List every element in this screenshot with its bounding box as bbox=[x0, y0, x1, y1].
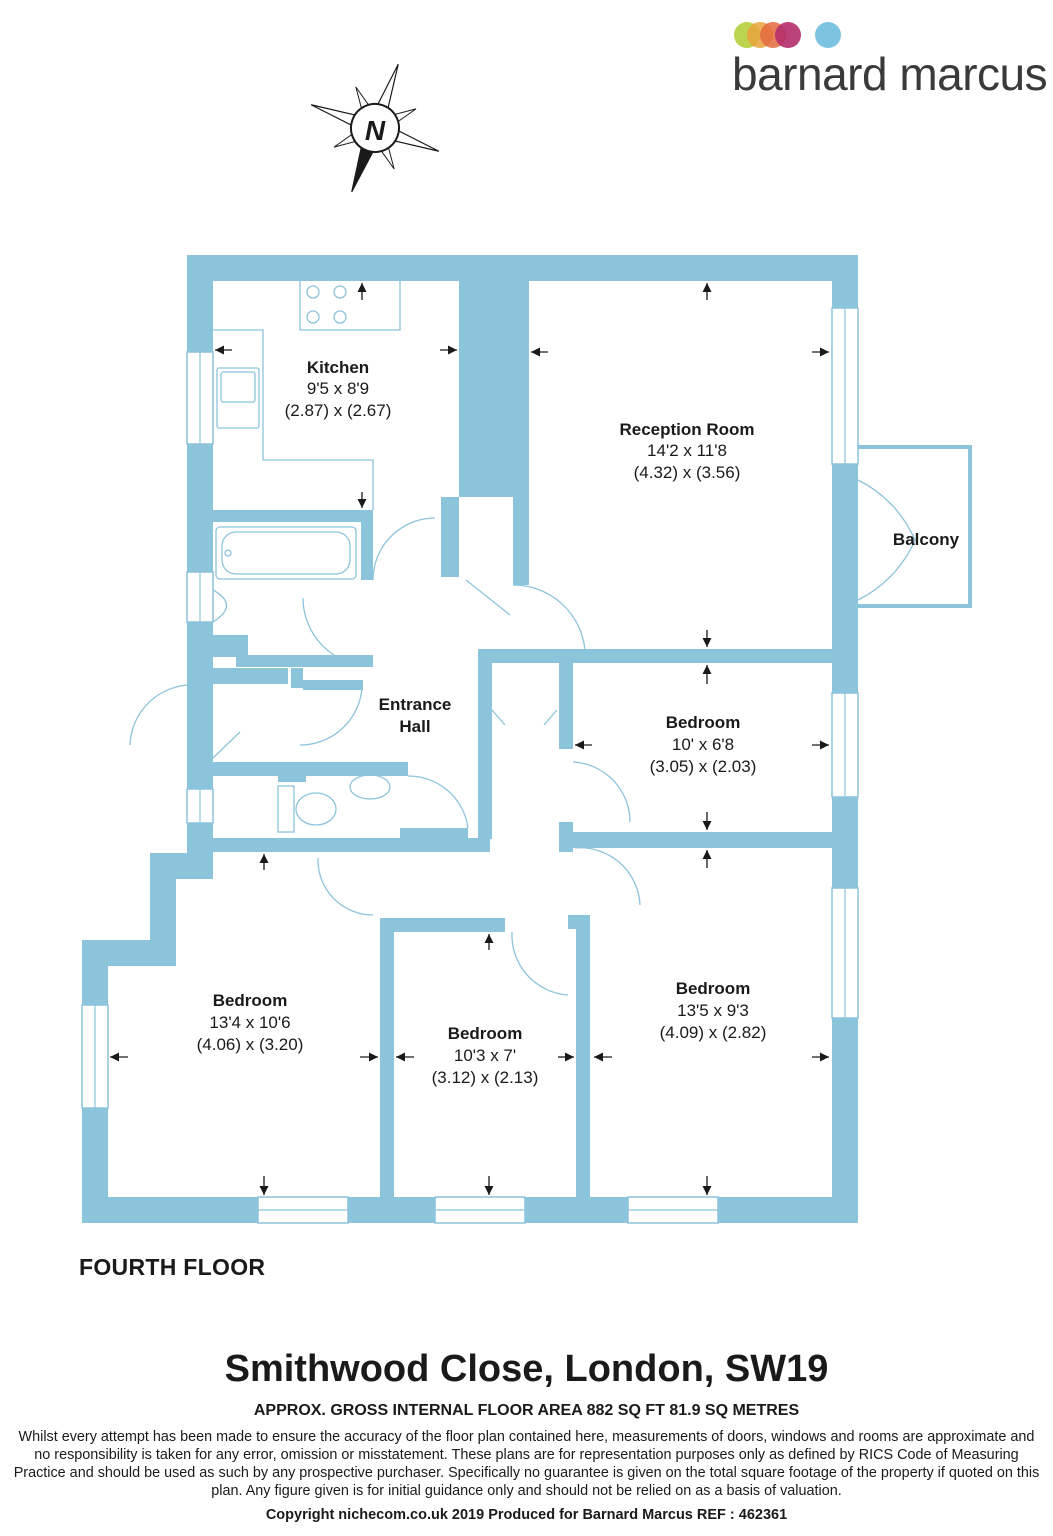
room-size-metric: (2.87) x (2.67) bbox=[285, 401, 392, 420]
room-size-imperial: 13'5 x 9'3 bbox=[677, 1001, 749, 1020]
room-size-imperial: 10' x 6'8 bbox=[672, 735, 734, 754]
property-address: Smithwood Close, London, SW19 bbox=[224, 1348, 829, 1390]
room-size-imperial: 13'4 x 10'6 bbox=[209, 1013, 290, 1032]
dimension-arrows bbox=[110, 283, 829, 1195]
room-bedroom-southeast: Bedroom 13'5 x 9'3 (4.09) x (2.82) bbox=[660, 979, 767, 1042]
room-size-metric: (4.06) x (3.20) bbox=[197, 1035, 304, 1054]
logo-dot bbox=[815, 22, 841, 48]
floor-area: APPROX. GROSS INTERNAL FLOOR AREA 882 SQ… bbox=[253, 1402, 800, 1419]
compass-rose bbox=[310, 63, 440, 193]
window-mullions bbox=[94, 308, 846, 1211]
copyright-line: Copyright nichecom.co.uk 2019 Produced f… bbox=[265, 1507, 788, 1523]
room-size-metric: (4.32) x (3.56) bbox=[634, 463, 741, 482]
floor-plan: barnard marcus N bbox=[81, 22, 1048, 1224]
room-bedroom-southwest: Bedroom 13'4 x 10'6 (4.06) x (3.20) bbox=[197, 991, 304, 1054]
room-name: Kitchen bbox=[307, 358, 369, 377]
room-name: Bedroom bbox=[448, 1024, 523, 1043]
room-name-line2: Hall bbox=[399, 717, 430, 736]
room-size-imperial: 10'3 x 7' bbox=[454, 1046, 516, 1065]
room-name: Bedroom bbox=[676, 979, 751, 998]
brand-logo: barnard marcus bbox=[732, 22, 1048, 100]
brand-name: barnard marcus bbox=[732, 48, 1047, 100]
room-name-line1: Entrance bbox=[379, 695, 452, 714]
room-name: Reception Room bbox=[619, 420, 754, 439]
room-size-metric: (3.05) x (2.03) bbox=[650, 757, 757, 776]
room-reception: Reception Room 14'2 x 11'8 (4.32) x (3.5… bbox=[619, 420, 754, 482]
room-bedroom-small: Bedroom 10' x 6'8 (3.05) x (2.03) bbox=[650, 713, 757, 776]
compass-north-label: N bbox=[365, 115, 386, 146]
room-name: Bedroom bbox=[666, 713, 741, 732]
fixtures bbox=[129, 281, 916, 996]
room-size-imperial: 14'2 x 11'8 bbox=[647, 441, 727, 460]
floor-label: FOURTH FLOOR bbox=[79, 1254, 266, 1280]
room-entrance-hall: Entrance Hall bbox=[379, 695, 452, 736]
room-name: Balcony bbox=[893, 530, 960, 549]
room-name: Bedroom bbox=[213, 991, 288, 1010]
room-size-metric: (4.09) x (2.82) bbox=[660, 1023, 767, 1042]
logo-dot bbox=[775, 22, 801, 48]
room-bedroom-middle: Bedroom 10'3 x 7' (3.12) x (2.13) bbox=[432, 1024, 539, 1087]
room-kitchen: Kitchen 9'5 x 8'9 (2.87) x (2.67) bbox=[285, 358, 392, 420]
room-size-metric: (3.12) x (2.13) bbox=[432, 1068, 539, 1087]
disclaimer: Whilst every attempt has been made to en… bbox=[13, 1429, 1040, 1499]
room-size-imperial: 9'5 x 8'9 bbox=[307, 379, 369, 398]
room-balcony: Balcony bbox=[893, 530, 960, 549]
